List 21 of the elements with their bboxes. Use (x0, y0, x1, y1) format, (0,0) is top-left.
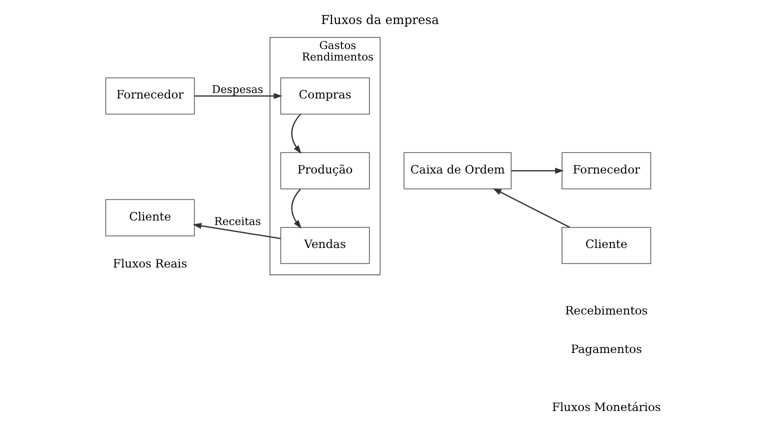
node-box: Produção (280, 152, 370, 190)
node-box: Compras (280, 77, 370, 114)
label: Pagamentos (570, 342, 642, 356)
edge-label: Receitas (214, 214, 261, 228)
node-box: Cliente (105, 199, 195, 236)
label: Recebimentos (565, 304, 648, 318)
arrow (194, 92, 282, 100)
node-box: Cliente (562, 227, 652, 264)
arrow (192, 222, 281, 240)
node-box: Fornecedor (562, 152, 652, 190)
edge-label: Despesas (212, 83, 264, 96)
node-box: Vendas (280, 227, 370, 264)
arrow (291, 188, 302, 229)
arrow (511, 168, 564, 174)
label: Fluxos Reais (112, 256, 188, 270)
arrow (492, 188, 570, 228)
arrow (291, 114, 302, 154)
node-box: Fornecedor (105, 77, 195, 114)
label: Fluxos Monetários (552, 400, 661, 414)
node-box: Caixa de Ordem (404, 152, 512, 190)
diagram-title: Fluxos da empresa (321, 13, 439, 28)
